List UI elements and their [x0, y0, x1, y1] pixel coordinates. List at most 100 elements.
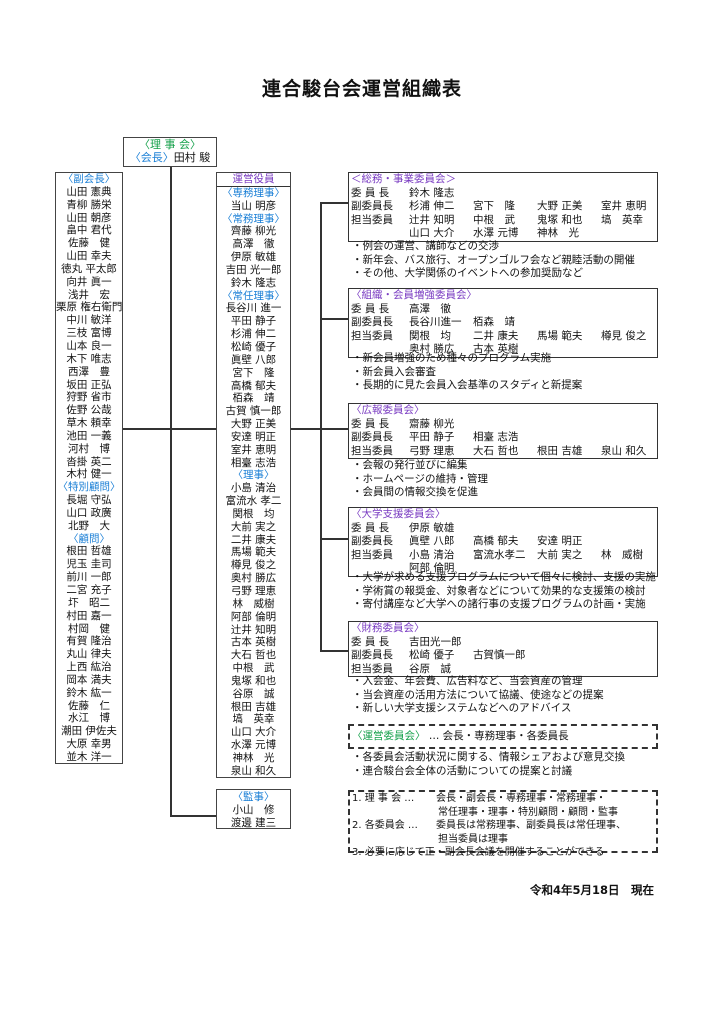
member-name: 佐藤 健 [68, 237, 110, 250]
section-heading: 〈特別顧問〉 [57, 481, 121, 494]
member-name: 前川 一郎 [66, 571, 112, 584]
section-heading: 〈理事〉 [232, 469, 275, 482]
member-name: 弓野 理恵 [409, 444, 455, 457]
bullet-item: ・例会の運営、講師などの交渉 [352, 240, 499, 252]
committee-row: 担当委員弓野 理恵大石 哲也根田 吉雄泉山 和久 [351, 445, 657, 459]
committee-duties: ・大学が求める支援プログラムについて個々に検討、支援の実施・学術賞の報奨金、対象… [352, 571, 656, 612]
as-of-date: 令和4年5月18日 現在 [529, 883, 654, 897]
member-name: 古本 英樹 [473, 343, 519, 355]
member-name: 三枝 富博 [66, 327, 112, 340]
connector-line [290, 428, 320, 430]
member-name: 山口 大介 [230, 726, 277, 739]
member-name: 大前 実之 [230, 520, 277, 533]
member-name: 圷 昭二 [68, 596, 110, 609]
member-name: 坂田 正弘 [66, 378, 112, 391]
member-name: 泉山 和久 [230, 764, 277, 777]
bullet-item: ・入会金、年会費、広告料など、当会資産の管理 [352, 675, 583, 687]
committee-row: 担当委員関根 均二井 康夫馬場 範夫樽見 俊之 [351, 330, 657, 344]
connector-line [320, 202, 348, 204]
note-key: 1. 理 事 会 … [352, 793, 415, 804]
member-name: 伊原 敏雄 [230, 251, 277, 264]
role-label: 副委員長 [351, 316, 393, 328]
member-name: 中川 敏洋 [66, 314, 112, 327]
member-name: 松崎 優子 [409, 649, 455, 661]
role-label: 副委員長 [351, 431, 393, 443]
member-name: 高澤 徹 [409, 302, 451, 315]
role-label: 委 員 長 [351, 521, 390, 534]
member-name: 鈴木 紘一 [66, 686, 112, 699]
role-label: 委 員 長 [351, 302, 390, 315]
role-label: 担当委員 [351, 548, 393, 561]
member-name: 山田 憲典 [66, 185, 112, 198]
member-name: 児玉 圭司 [66, 558, 112, 571]
officers-heading: 運営役員 [217, 173, 290, 187]
member-name: 小島 清治 [230, 482, 277, 495]
steering-committee-box: 〈運営委員会〉 … 会長・専務理事・各委員長 [348, 724, 658, 749]
member-name: 鈴木 隆志 [409, 186, 455, 199]
bullet-item: ・その他、大学関係のイベントへの参加奨励など [352, 267, 583, 279]
role-label: 委 員 長 [351, 635, 390, 648]
member-name: 鈴木 隆志 [230, 276, 277, 289]
member-name: 山口 大介 [409, 227, 455, 239]
member-name: 辻井 知明 [230, 623, 277, 636]
member-name: 水澤 元博 [230, 739, 277, 752]
member-name: 当山 明彦 [230, 199, 277, 212]
member-name: 青柳 勝栄 [66, 198, 112, 211]
connector-line [170, 166, 172, 816]
member-name: 阿部 倫明 [409, 562, 455, 574]
connector-line [122, 428, 216, 430]
section-heading: 〈顧問〉 [68, 532, 110, 545]
committee-row: 山口 大介水澤 元博神林 光 [351, 227, 657, 241]
member-name: 水江 博 [68, 712, 110, 725]
role-label: 副委員長 [351, 535, 393, 547]
member-name: 平田 静子 [409, 431, 455, 443]
board-box: 〈理 事 会〉 〈会長〉田村 駿 [123, 137, 217, 167]
member-name: 齊藤 柳光 [230, 225, 277, 238]
member-name: 村田 嘉一 [66, 609, 112, 622]
bullet-item: ・当会資産の活用方法について協議、使途などの提案 [352, 688, 604, 701]
member-name: 大野 正美 [230, 418, 277, 431]
member-name: 古本 英樹 [230, 636, 277, 649]
member-name: 相臺 志浩 [473, 431, 519, 443]
connector-line [320, 202, 322, 651]
member-name: 根田 吉雄 [537, 444, 583, 457]
member-name: 浅井 宏 [68, 288, 110, 301]
committee-duties: ・会報の発行並びに編集・ホームページの維持・管理・会員間の情報交換を促進 [352, 459, 488, 500]
member-name: 吉田光一郎 [409, 635, 462, 648]
member-name: 山口 政廣 [66, 506, 112, 519]
steering-title: 〈運営委員会〉 [352, 730, 426, 742]
member-name: 富流水孝二 [473, 548, 526, 561]
member-name: 北野 大 [68, 519, 110, 532]
steering-members: … 会長・専務理事・各委員長 [428, 730, 569, 742]
member-name: 宮下 隆 [232, 366, 275, 379]
section-heading: 〈副会長〉 [62, 173, 116, 185]
member-name: 並木 洋一 [66, 750, 112, 763]
committee-row: 担当委員辻井 知明中根 武鬼塚 和也塙 英幸 [351, 214, 657, 228]
member-name: 佐藤 仁 [68, 699, 110, 712]
member-name: 潮田 伊佐夫 [61, 725, 117, 738]
member-name: 松崎 優子 [230, 340, 277, 353]
member-name: 平田 静子 [230, 315, 277, 328]
officers-list: 〈専務理事〉当山 明彦〈常務理事〉齊藤 柳光高澤 徹伊原 敏雄吉田 光一郎鈴木 … [217, 187, 290, 778]
member-name: 中根 武 [473, 213, 515, 226]
committee-title: 〈財務委員会〉 [351, 622, 425, 634]
member-name: 根田 哲雄 [66, 545, 112, 558]
member-name: 木村 健一 [66, 468, 112, 481]
committee-duties: ・新会員増強のため種々のプログラム実施・新会員入会審査・長期的に見た会員入会基準… [352, 352, 582, 393]
member-name: 丸山 律夫 [66, 648, 112, 661]
connector-line [320, 318, 348, 320]
member-name: 渡邊 建三 [230, 816, 277, 829]
member-name: 塙 英幸 [232, 713, 275, 726]
connector-line [320, 538, 348, 540]
member-name: 谷原 誠 [232, 687, 275, 700]
section-heading: 〈専務理事〉 [222, 186, 285, 199]
auditors-list: 小山 修渡邊 建三 [217, 804, 290, 830]
member-name: 馬場 範夫 [537, 329, 583, 342]
note-line: 担当委員は理事 [438, 833, 508, 845]
member-name: 神林 光 [232, 751, 275, 764]
member-name: 高橋 郁夫 [473, 535, 519, 547]
committee-duties: ・入会金、年会費、広告料など、当会資産の管理・当会資産の活用方法について協議、使… [352, 675, 604, 716]
member-name: 宮下 隆 [473, 200, 515, 212]
member-name: 杉浦 伸二 [230, 328, 277, 341]
